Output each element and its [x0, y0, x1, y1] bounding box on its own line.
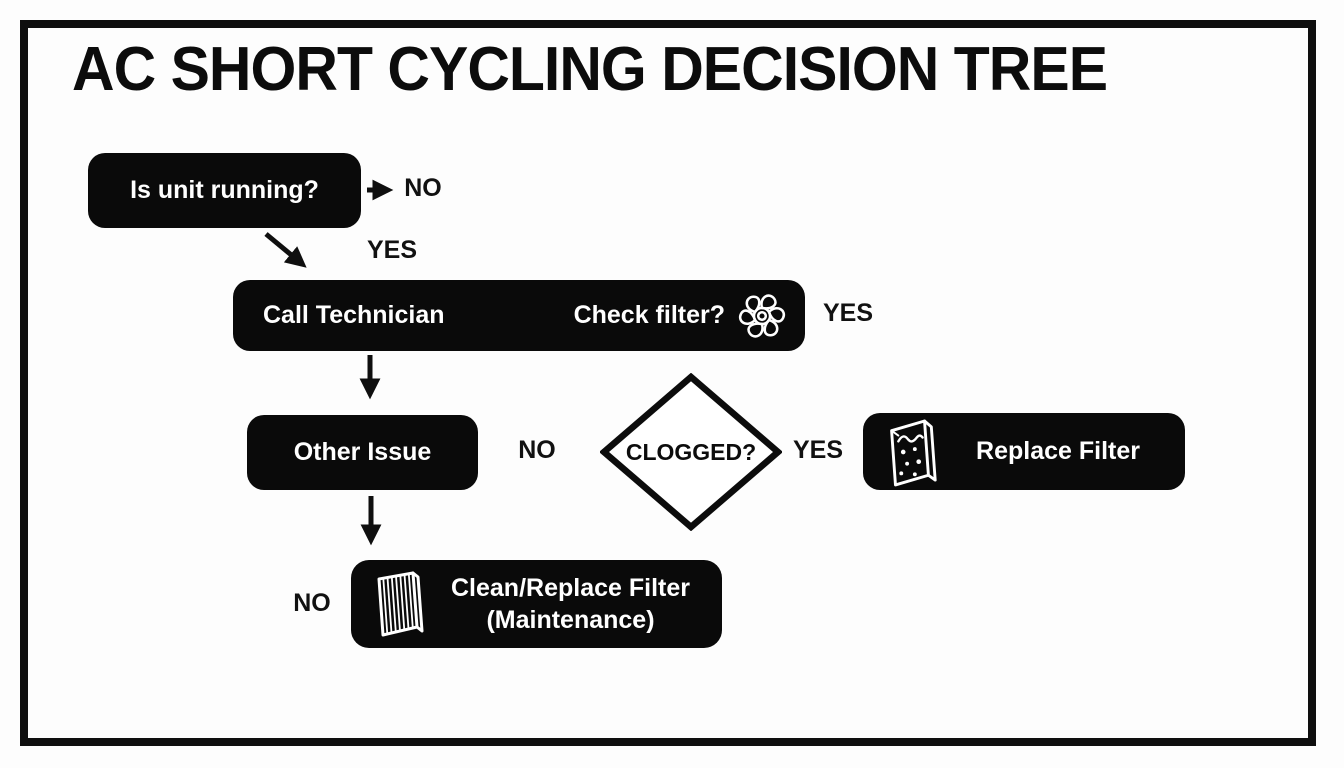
clean-filter-icon	[377, 571, 424, 637]
edge-label-yes-clogged: YES	[792, 436, 844, 464]
edge-label-yes-check-filter: YES	[822, 299, 874, 327]
node-replace-filter: Replace Filter	[863, 413, 1185, 490]
node-is-unit-running: Is unit running?	[88, 153, 361, 228]
clean-replace-line2: (Maintenance)	[486, 606, 655, 634]
check-filter-label: Check filter?	[573, 301, 725, 329]
edge-label-no-clogged: NO	[518, 436, 556, 464]
node-call-technician-check-filter: Call Technician Check filter?	[233, 280, 805, 351]
clean-replace-line1: Clean/Replace Filter	[451, 574, 690, 602]
edge-label-yes-unit-running: YES	[366, 236, 418, 264]
node-clogged-label: CLOGGED?	[625, 438, 757, 465]
node-clogged-diamond: CLOGGED?	[600, 373, 782, 531]
node-other-issue-label: Other Issue	[293, 438, 432, 466]
edge-unit-running-yes	[264, 232, 307, 268]
page-title: AC SHORT CYCLING DECISION TREE	[72, 35, 1108, 104]
edge-label-no-unit-running: NO	[404, 174, 442, 202]
fan-icon	[738, 293, 786, 338]
edge-label-no-maintenance: NO	[293, 589, 331, 617]
diamond-shape	[600, 373, 782, 531]
node-replace-filter-label: Replace Filter	[976, 437, 1140, 465]
node-clean-replace-filter: Clean/Replace Filter (Maintenance)	[351, 560, 722, 648]
node-clean-replace-filter-label: Clean/Replace Filter (Maintenance)	[431, 572, 710, 636]
call-technician-label: Call Technician	[263, 301, 445, 329]
node-is-unit-running-label: Is unit running?	[130, 176, 319, 204]
dirty-filter-icon	[890, 419, 937, 486]
node-other-issue: Other Issue	[247, 415, 478, 490]
